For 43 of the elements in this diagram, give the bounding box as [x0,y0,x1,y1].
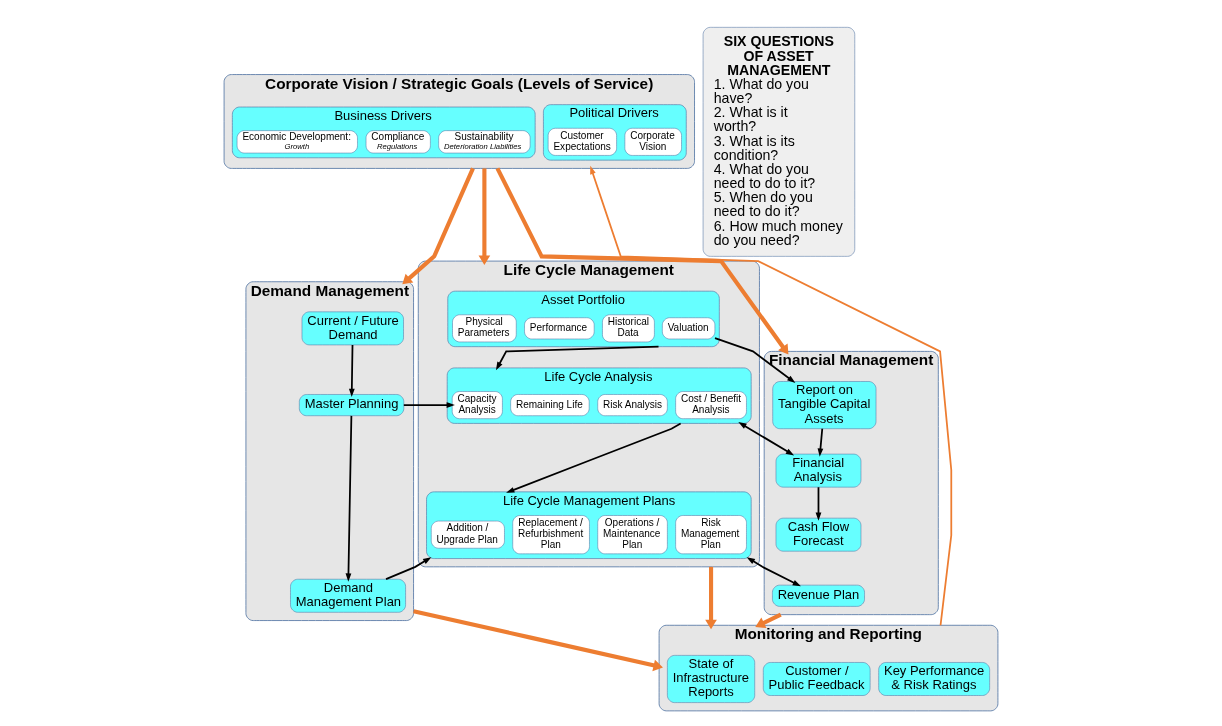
arrow [402,402,455,408]
node-box: State of Infrastructure Reports [667,655,756,703]
node-box: Demand Management Plan [290,578,406,613]
node-box: Remaining Life [510,394,590,417]
arrow [714,337,796,383]
arrow [506,422,682,493]
node-box: Corporate Vision [624,127,682,156]
node-box: Customer Expectations [547,127,617,156]
node-box: Performance [524,317,595,340]
arrow [755,612,782,629]
node-box: Risk Analysis [597,394,668,417]
arrow [495,167,789,355]
node-box: Master Planning [299,394,405,417]
node-box: Valuation [662,317,716,340]
arrow [705,566,717,630]
node-box: Cost / Benefit Analysis [675,391,747,419]
node-box: Historical Data [602,314,655,343]
node-box: Customer / Public Feedback [763,662,871,696]
arrow [345,415,353,582]
node-box: Key Performance & Risk Ratings [878,662,990,696]
node-box: Operations / Maintenance Plan [597,515,668,555]
node-box: Cash Flow Forecast [775,517,862,552]
arrow [413,609,663,672]
node-box: SIX QUESTIONS OF ASSET MANAGEMENT 1. What do you have? 2. What is it worth? 3. What is its condition? 4. What do you need to do to it? 5. When do you need to do it? 6. How much money do you need? [702,27,856,257]
node-box: Addition / Upgrade Plan [430,520,505,549]
arrow [590,165,953,627]
node-box: Risk Management Plan [675,515,747,555]
arrow [746,557,801,587]
arrow [815,486,822,521]
arrow [478,168,491,266]
node-box: Capacity Analysis [451,391,503,419]
node-box: Replacement / Refurbishment Plan [512,515,590,555]
node-box: Physical Parameters [452,314,517,343]
arrow [402,167,475,285]
arrow [738,422,795,456]
node-box: Report on Tangible Capital Assets [772,381,877,429]
node-box: Current / Future Demand [301,311,404,346]
arrow [817,427,824,457]
arrow [385,557,432,581]
node-box: Revenue Plan [772,584,865,607]
node-box: Financial Analysis [775,453,862,488]
arrow [348,344,355,397]
arrow [495,345,660,371]
